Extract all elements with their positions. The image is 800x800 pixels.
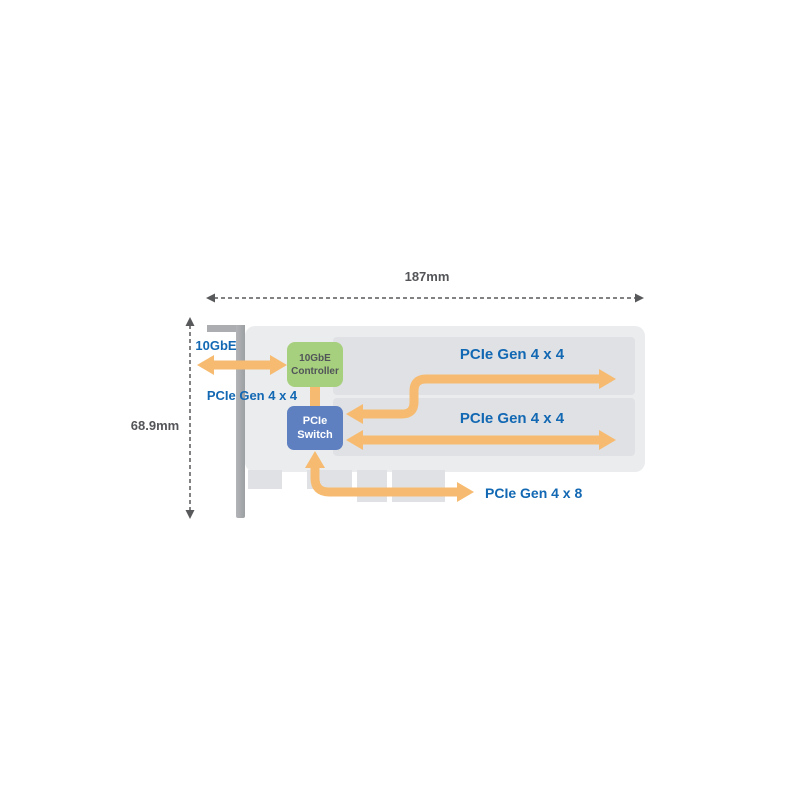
label-height-dimension: 68.9mm: [130, 418, 180, 433]
controller-label-line1: 10GbE: [299, 352, 331, 364]
label-width-dimension: 187mm: [404, 269, 450, 284]
node-10gbe-controller: 10GbE Controller: [287, 342, 343, 387]
arrow-slot2-lane: [346, 430, 616, 450]
arrow-host-lane: [305, 451, 474, 502]
label-10gbe-port: 10GbE: [195, 338, 237, 353]
edge-connector-short-tab: [357, 470, 387, 502]
bracket-hook: [207, 325, 244, 332]
arrow-10gbe-port: [197, 355, 287, 375]
edge-connector-long-tab: [392, 470, 445, 502]
arrow-slot1-lane: [346, 369, 616, 424]
dimension-line-width: [206, 293, 644, 303]
m2-bay-2: [333, 398, 635, 456]
label-host-lane: PCIe Gen 4 x 8: [485, 485, 583, 501]
link-controller-switch: [310, 385, 320, 409]
controller-label-line2: Controller: [291, 365, 339, 377]
node-pcie-switch: PCIe Switch: [287, 406, 343, 450]
dimension-line-height: [185, 317, 195, 519]
label-slot2-lane: PCIe Gen 4 x 4: [459, 410, 565, 427]
switch-label-line2: Switch: [297, 429, 333, 441]
label-slot1-lane: PCIe Gen 4 x 4: [459, 346, 565, 363]
label-controller-link: PCIe Gen 4 x 4: [206, 388, 298, 403]
bracket-bar: [236, 325, 245, 518]
card-bottom-step-1: [248, 470, 282, 489]
switch-label-line1: PCIe: [302, 415, 328, 427]
m2-bay-1: [333, 337, 635, 395]
